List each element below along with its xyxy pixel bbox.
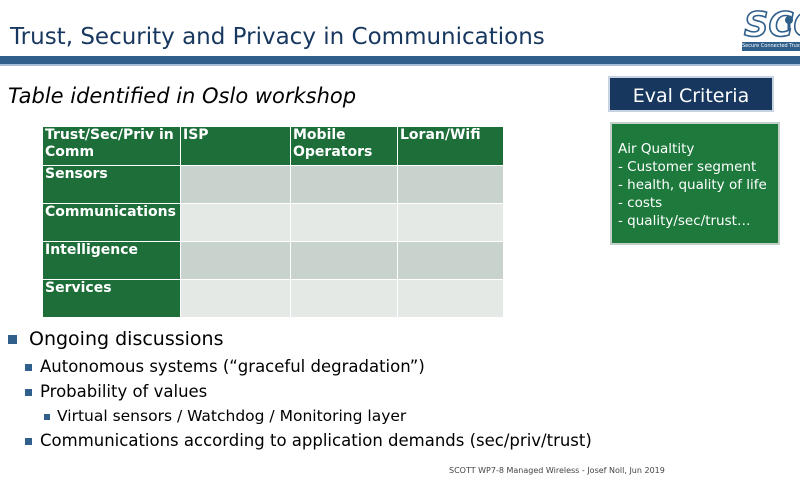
row-label: Sensors [42, 165, 181, 204]
row-label: Communications [42, 203, 181, 242]
title-divider-accent [0, 64, 800, 66]
bullet-square-icon [44, 413, 50, 420]
table-cell [397, 203, 504, 242]
bullet-square-icon [25, 389, 32, 396]
bullet-item: Communications according to application … [25, 431, 592, 450]
table-cell [290, 279, 398, 318]
bullet-text: Autonomous systems (“graceful degradatio… [40, 357, 425, 376]
table-cell [290, 241, 398, 280]
table-row: Services [42, 279, 504, 318]
table-cell [397, 279, 504, 318]
table-header-row: Trust/Sec/Priv in Comm ISP Mobile Operat… [42, 126, 504, 166]
table-cell [180, 241, 291, 280]
bullet-text: Probability of values [40, 382, 208, 401]
table-row: Sensors [42, 165, 504, 204]
bullet-item: Ongoing discussions [8, 328, 223, 350]
slide-subtitle: Table identified in Oslo workshop [8, 84, 357, 108]
table-cell [180, 203, 291, 242]
bullet-item: Autonomous systems (“graceful degradatio… [25, 357, 425, 376]
air-quality-item: health, quality of life [618, 176, 778, 194]
bullet-square-icon [25, 438, 32, 445]
table-header-cell: Trust/Sec/Priv in Comm [42, 126, 181, 166]
bullet-item: Virtual sensors / Watchdog / Monitoring … [44, 407, 406, 425]
row-label: Services [42, 279, 181, 318]
eval-criteria-button[interactable]: Eval Criteria [608, 76, 774, 112]
table-cell [290, 203, 398, 242]
scott-logo: SCO Secure Connected Trust [742, 2, 800, 51]
scott-logo-mark: SCO [743, 4, 800, 46]
table-cell [180, 279, 291, 318]
logo-tagline: Secure Connected Trust [742, 42, 800, 51]
table-cell [180, 165, 291, 204]
air-quality-item: costs [618, 194, 778, 212]
logo-letters: SCO [744, 5, 800, 42]
table-header-cell: Mobile Operators [290, 126, 398, 166]
table-row: Intelligence [42, 241, 504, 280]
air-quality-box: Air Qualtity Customer segment health, qu… [610, 122, 780, 245]
bullet-item: Probability of values [25, 382, 207, 401]
air-quality-title: Air Qualtity [618, 141, 695, 157]
table-cell [290, 165, 398, 204]
bullet-text: Communications according to application … [40, 431, 592, 450]
slide-footer: SCOTT WP7-8 Managed Wireless - Josef Nol… [449, 466, 665, 475]
title-divider [0, 56, 800, 64]
table-cell [397, 165, 504, 204]
table-header-cell: ISP [180, 126, 291, 166]
bullet-text: Virtual sensors / Watchdog / Monitoring … [57, 407, 407, 425]
air-quality-item: Customer segment [618, 158, 778, 176]
slide-title: Trust, Security and Privacy in Communica… [10, 24, 545, 50]
keyhole-icon [785, 16, 793, 24]
bullet-text: Ongoing discussions [29, 328, 224, 350]
bullet-square-icon [8, 335, 17, 344]
bullet-square-icon [25, 364, 32, 371]
row-label: Intelligence [42, 241, 181, 280]
table-row: Communications [42, 203, 504, 242]
table-cell [397, 241, 504, 280]
table-header-cell: Loran/Wifi [397, 126, 504, 166]
air-quality-item: quality/sec/trust… [618, 212, 778, 230]
trust-matrix-table: Trust/Sec/Priv in Comm ISP Mobile Operat… [42, 126, 504, 318]
